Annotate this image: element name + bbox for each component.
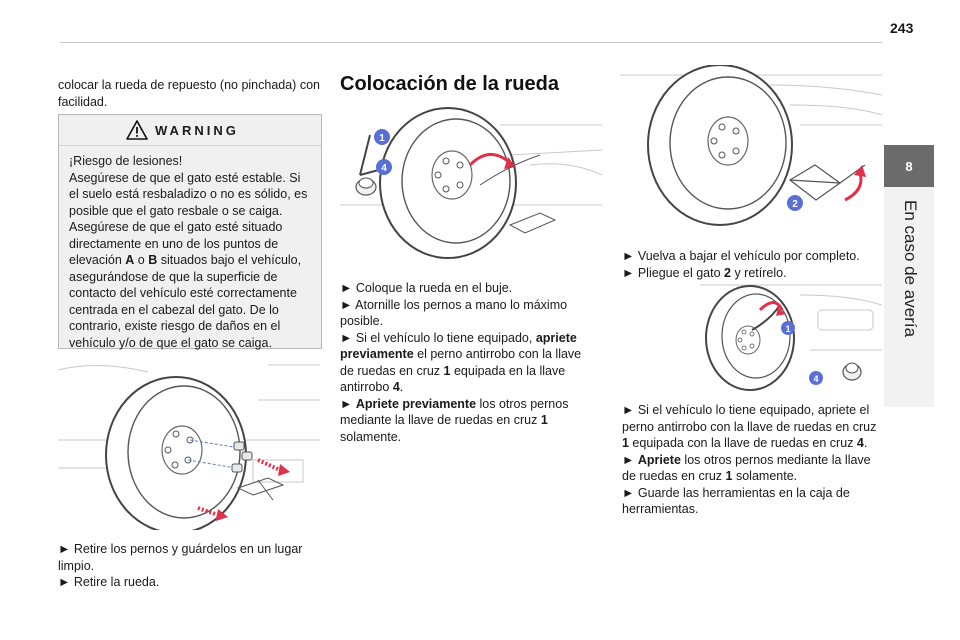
chapter-sidebar [884,187,934,407]
step-text: ► Guarde las herramientas en la caja de … [622,485,850,517]
warning-line: contacto del vehículo esté correctamente [69,286,297,300]
step-text: ► Apriete los otros pernos mediante la l… [622,452,884,485]
warning-line: contrario, existe riesgo de daños en el [69,319,281,333]
text-run: elevación [69,253,126,267]
warning-header: WARNING [59,115,321,146]
callout-label: 4 [381,163,387,174]
warning-body: ¡Riesgo de lesiones! Asegúrese de que el… [69,153,315,351]
point-a-label: A [125,253,135,267]
warning-line: posible que el gato resbale o se caiga. [69,203,283,218]
text-run: ► Pliegue el gato [622,265,725,280]
header-rule [60,42,882,43]
step-text: ► Apriete previamente los otros pernos m… [340,396,582,446]
step-text: ► Si el vehículo lo tiene equipado, apri… [340,330,582,396]
step-text: ► Retire los pernos y guárdelos en un lu… [58,542,303,573]
warning-line: ¡Riesgo de lesiones! [69,154,183,168]
ref-number: 1 [622,436,629,450]
step-text: ► Retire la rueda. [58,575,160,589]
text-run: el perno antirrobo con la llave de rueda… [340,347,582,378]
ref-number: 1 [725,469,733,483]
point-b-label: B [148,253,158,267]
callout-label: 4 [813,374,818,384]
warning-line: Asegúrese de que el gato esté estable. S… [69,170,301,185]
tighten-bolt-illustration: 1 4 [700,284,882,391]
text-run: ► Si el vehículo lo tiene equipado, apri… [622,403,877,434]
text-run: . [399,380,404,394]
warning-title: WARNING [155,123,239,138]
callout-label: 1 [785,324,790,334]
warning-line: vehículo y/o de que el gato se caiga. [69,335,272,350]
chapter-title: En caso de avería [901,200,920,338]
step-text: ► Vuelva a bajar el vehículo por complet… [622,249,860,263]
emphasis: apriete previamente [340,330,577,362]
col3-steps-b: ► Si el vehículo lo tiene equipado, apri… [622,402,884,518]
text-run: situados bajo el vehículo, [157,253,302,267]
step-text: ► Si el vehículo lo tiene equipado, apri… [622,402,884,452]
warning-line: directamente en uno de los puntos de [69,236,279,251]
text-run: los otros pernos mediante la llave de ru… [622,452,871,484]
warning-line: elevación A o B situados bajo el vehícul… [69,252,315,269]
text-run: equipada con la llave de ruedas en cruz [628,436,857,450]
col1-steps: ► Retire los pernos y guárdelos en un lu… [58,541,323,591]
ref-number: 1 [443,363,451,378]
text-run: ► Si el vehículo lo tiene equipado, [340,330,536,345]
section-title: Colocación de la rueda [340,73,559,95]
col2-steps: ► Coloque la rueda en el buje. ► Atornil… [340,280,582,445]
callout-label: 2 [792,199,798,210]
warning-line: Asegúrese de que el gato esté situado [69,220,283,234]
step-text: ► Atornille los pernos a mano lo máximo … [340,297,568,329]
text-run: los otros pernos mediante la llave de ru… [340,396,569,428]
warning-box: WARNING ¡Riesgo de lesiones! Asegúrese d… [58,114,322,351]
chapter-tab[interactable]: 8 [884,145,934,187]
ref-number: 1 [540,413,548,427]
warning-icon [126,120,148,140]
text-run: o [134,253,149,267]
fit-wheel-illustration: 1 4 [340,107,602,259]
step-text: ► Pliegue el gato 2 y retírelo. [622,265,884,282]
ref-number: 4 [392,380,400,394]
page-number: 243 [890,20,914,36]
callout-label: 1 [379,133,385,144]
warning-line: el suelo está resbaladizo o no es sólido… [69,187,308,201]
text-run: . [863,436,868,450]
text-run: equipada en la llave antirrobo [340,363,566,395]
ref-number: 4 [856,436,864,450]
text-run: solamente. [732,469,798,483]
text-run: y retírelo. [730,265,787,280]
warning-line: centrada en el cabezal del gato. De lo [69,302,279,317]
emphasis: Apriete [637,452,681,467]
step-text: ► Coloque la rueda en el buje. [340,281,513,295]
text-run: solamente. [340,429,402,444]
lower-vehicle-illustration: 2 [620,65,882,226]
emphasis: Apriete previamente [355,396,477,411]
warning-line: asegurándose de que la superficie de [69,269,278,284]
remove-wheel-illustration [58,364,320,530]
ref-number: 2 [724,265,731,280]
intro-text: colocar la rueda de repuesto (no pinchad… [58,77,323,110]
text-run: ► [622,452,638,467]
text-run: ► [340,396,356,411]
col3-steps-a: ► Vuelva a bajar el vehículo por complet… [622,248,884,281]
intro-paragraph: colocar la rueda de repuesto (no pinchad… [58,78,320,109]
